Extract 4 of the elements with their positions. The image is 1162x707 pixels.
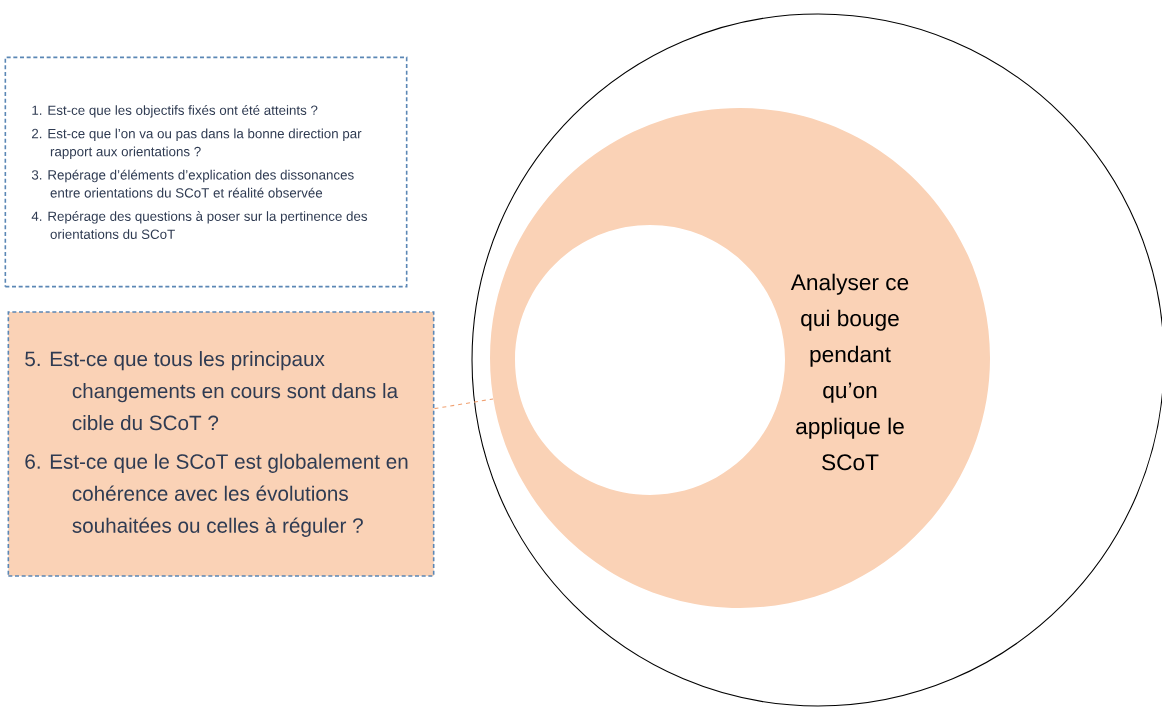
question-box: 5. Est-ce que tous les principaux changements en cours sont dans la cible du SCoT ? 6. Est-ce que le SCoT est globalement en cohérence avec les évolutions souhaitées ou celles à réguler ?: [7, 311, 435, 577]
connector-line: [433, 398, 494, 410]
question-box: 1. Est-ce que les objectifs fixés ont été atteints ? 2. Est-ce que l’on va ou pas dans la bonne direction par rapport aux orientations ? 3. Repérage d’éléments d’explication des dissonances entre orientations du SCoT et réalité observée 4. Repérage des questions à poser sur la pertinence des orientations du SCoT: [4, 56, 408, 288]
ring: Analyser ce qui bouge pendant qu’on applique le SCoT: [490, 108, 990, 608]
